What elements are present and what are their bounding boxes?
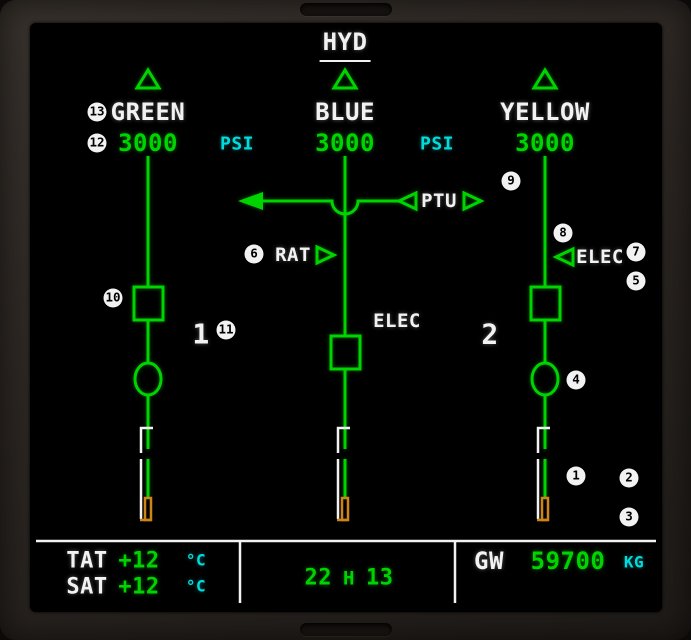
- callout-12: 12: [87, 133, 107, 153]
- gw-unit: KG: [623, 552, 645, 572]
- ptu-left-pointer-icon: [395, 190, 418, 212]
- callout-11: 11: [216, 320, 236, 340]
- ptu-transfer-line: [263, 199, 399, 216]
- psi-unit-right: PSI: [419, 133, 455, 155]
- callout-8: 8: [553, 223, 573, 243]
- clock-hours: 22: [304, 565, 333, 591]
- sat-value: +12: [118, 574, 160, 600]
- callout-4: 4: [566, 370, 586, 390]
- callout-5: 5: [626, 271, 646, 291]
- bezel-bottom-vent: [299, 623, 392, 636]
- callout-3: 3: [619, 507, 639, 527]
- bezel-top-vent: [299, 3, 392, 16]
- ptu-left-arrow-icon: [238, 192, 263, 210]
- gw-value: 59700: [530, 547, 606, 575]
- engine-2-label: 2: [481, 317, 499, 351]
- green-system-label: GREEN: [110, 98, 186, 126]
- yellow-pressure-value: 3000: [515, 129, 575, 157]
- yellow-top-arrow-icon: [531, 67, 559, 90]
- green-pressure-value: 3000: [118, 129, 178, 157]
- callout-1: 1: [566, 466, 586, 486]
- callout-9: 9: [501, 171, 521, 191]
- clock-minutes: 13: [365, 565, 394, 591]
- yellow-reservoir-hook: [536, 426, 550, 453]
- sat-unit: °C: [185, 576, 207, 596]
- clock: 22 H 13: [305, 566, 394, 591]
- blue-reservoir-hook: [336, 426, 350, 453]
- tat-unit: °C: [185, 550, 207, 570]
- tat-value: +12: [118, 548, 160, 574]
- callout-13: 13: [87, 102, 107, 122]
- callout-2: 2: [619, 468, 639, 488]
- yellow-system-label: YELLOW: [500, 98, 590, 126]
- blue-pressure-value: 3000: [315, 129, 375, 157]
- psi-unit-left: PSI: [219, 133, 255, 155]
- gw-label: GW: [474, 547, 504, 575]
- ptu-label: PTU: [421, 190, 457, 212]
- blue-top-arrow-icon: [331, 67, 359, 90]
- sat-label: SAT: [66, 574, 108, 600]
- elec-blue-label: ELEC: [373, 310, 421, 332]
- green-reservoir-hook: [139, 426, 153, 453]
- callout-7: 7: [626, 242, 646, 262]
- blue-system-label: BLUE: [315, 98, 375, 126]
- tat-label: TAT: [66, 548, 108, 574]
- elec-yellow-pointer-icon: [552, 246, 575, 268]
- clock-separator: H: [343, 567, 355, 589]
- callout-6: 6: [244, 244, 264, 264]
- rat-pointer-icon: [315, 244, 338, 266]
- rat-label: RAT: [275, 244, 311, 266]
- engine-1-label: 1: [192, 317, 210, 351]
- callout-10: 10: [103, 288, 123, 308]
- page-title: HYD: [319, 28, 371, 62]
- ptu-right-pointer-icon: [462, 190, 485, 212]
- green-top-arrow-icon: [134, 67, 162, 90]
- elec-yellow-label: ELEC: [576, 246, 624, 268]
